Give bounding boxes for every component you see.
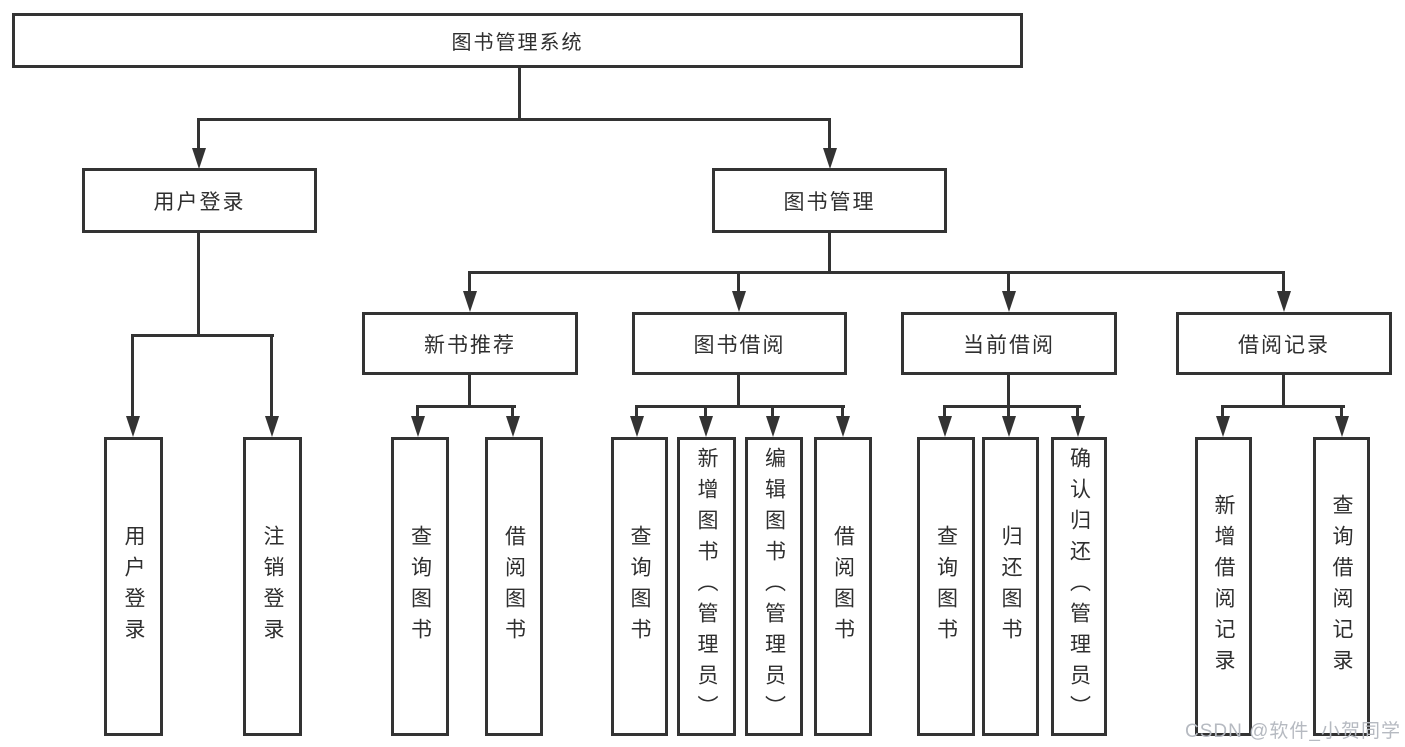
arrow-down-icon <box>411 416 425 437</box>
connector-new-rec-trunk <box>468 375 471 408</box>
connector-stub <box>704 407 707 420</box>
arrow-down-icon <box>766 416 780 437</box>
connector-user-login-rail <box>131 334 274 337</box>
leaf-add-book-admin: 新增图书（管理员） <box>677 437 736 736</box>
connector-stub <box>1007 273 1010 295</box>
arrow-down-icon <box>1002 291 1016 312</box>
arrow-down-icon <box>1216 416 1230 437</box>
connector-root-trunk <box>518 68 521 121</box>
leaf-borrow-book-recommend: 借阅图书 <box>485 437 543 736</box>
leaf-query-book-current: 查询图书 <box>917 437 975 736</box>
arrow-down-icon <box>699 416 713 437</box>
connector-stub <box>737 273 740 295</box>
connector-current-borrow-rail <box>943 405 1081 408</box>
connector-stub <box>943 407 946 420</box>
arrow-down-icon <box>463 291 477 312</box>
leaf-query-borrow-record: 查询借阅记录 <box>1313 437 1370 736</box>
leaf-user-login: 用户登录 <box>104 437 163 736</box>
arrow-down-icon <box>732 291 746 312</box>
connector-records-trunk <box>1282 375 1285 408</box>
arrow-down-icon <box>265 416 279 437</box>
connector-stub <box>841 407 844 420</box>
connector-stub <box>270 336 273 419</box>
leaf-return-book: 归还图书 <box>982 437 1039 736</box>
connector-stub <box>468 273 471 295</box>
connector-stub <box>1282 273 1285 295</box>
leaf-query-book-recommend: 查询图书 <box>391 437 449 736</box>
connector-root-rail <box>197 118 831 121</box>
arrow-down-icon <box>630 416 644 437</box>
connector-stub <box>771 407 774 420</box>
connector-stub <box>416 407 419 420</box>
node-book-management: 图书管理 <box>712 168 947 233</box>
connector-new-rec-rail <box>416 405 516 408</box>
arrow-down-icon <box>836 416 850 437</box>
connector-records-rail <box>1221 405 1345 408</box>
leaf-query-book-borrowing: 查询图书 <box>611 437 668 736</box>
connector-stub <box>828 120 831 151</box>
connector-book-borrow-rail <box>635 405 845 408</box>
connector-book-mgmt-rail <box>468 271 1285 274</box>
arrow-down-icon <box>1071 416 1085 437</box>
csdn-watermark: CSDN @软件_小贺同学 <box>1185 721 1401 742</box>
node-user-login: 用户登录 <box>82 168 317 233</box>
connector-stub <box>1076 407 1079 420</box>
arrow-down-icon <box>506 416 520 437</box>
arrow-down-icon <box>823 148 837 169</box>
node-current-borrowing: 当前借阅 <box>901 312 1117 375</box>
connector-book-mgmt-trunk <box>828 233 831 274</box>
arrow-down-icon <box>1335 416 1349 437</box>
connector-stub <box>1340 407 1343 420</box>
arrow-down-icon <box>1002 416 1016 437</box>
leaf-confirm-return-admin: 确认归还（管理员） <box>1051 437 1107 736</box>
arrow-down-icon <box>938 416 952 437</box>
leaf-add-borrow-record: 新增借阅记录 <box>1195 437 1252 736</box>
arrow-down-icon <box>192 148 206 169</box>
arrow-down-icon <box>1277 291 1291 312</box>
leaf-edit-book-admin: 编辑图书（管理员） <box>745 437 803 736</box>
connector-stub <box>197 120 200 151</box>
connector-stub <box>1221 407 1224 420</box>
leaf-borrow-book-borrowing: 借阅图书 <box>814 437 872 736</box>
node-library-system-root: 图书管理系统 <box>12 13 1023 68</box>
connector-stub <box>635 407 638 420</box>
connector-current-borrow-trunk <box>1007 375 1010 408</box>
node-borrowing-records: 借阅记录 <box>1176 312 1392 375</box>
connector-user-login-trunk <box>197 233 200 337</box>
connector-stub <box>131 336 134 419</box>
connector-book-borrow-trunk <box>737 375 740 408</box>
node-book-borrowing: 图书借阅 <box>632 312 847 375</box>
node-new-book-recommend: 新书推荐 <box>362 312 578 375</box>
arrow-down-icon <box>126 416 140 437</box>
connector-stub <box>511 407 514 420</box>
connector-stub <box>1007 407 1010 420</box>
leaf-logout-login: 注销登录 <box>243 437 302 736</box>
